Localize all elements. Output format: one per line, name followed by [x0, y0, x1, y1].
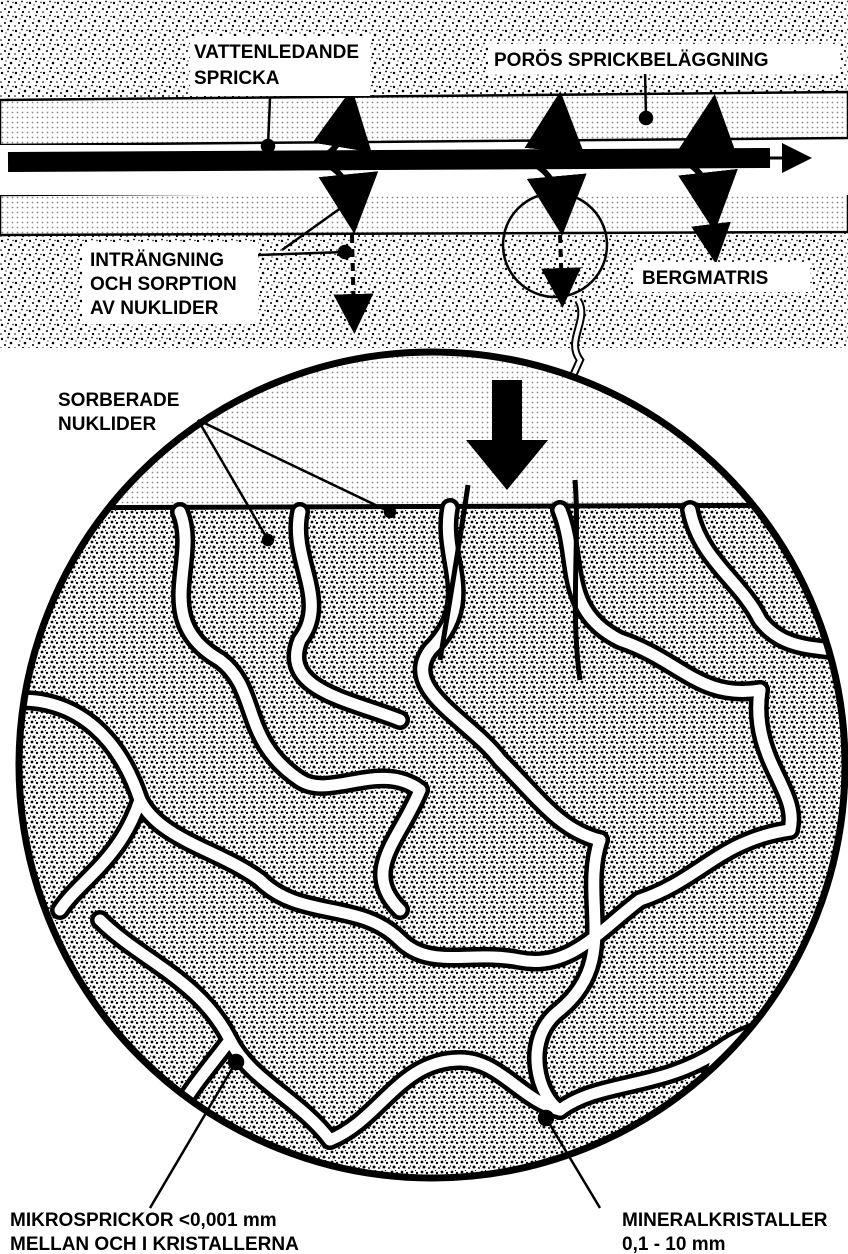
label-minerals-line2: 0,1 - 10 mm [622, 1234, 726, 1254]
label-minerals-line1: MINERALKRISTALLER [622, 1210, 828, 1231]
label-water-fracture-line2: SPRICKA [194, 68, 280, 89]
water-flow-line [8, 158, 770, 162]
label-microfractures-line1: MIKROSPRICKOR <0,001 mm [10, 1210, 277, 1231]
label-water-fracture-line1: VATTENLEDANDE [194, 42, 359, 63]
label-porous-coating: PORÖS SPRICKBELÄGGNING [494, 50, 768, 71]
label-penetration-line1: INTRÄNGNING [90, 250, 224, 271]
magnified-view [0, 340, 848, 1178]
coating-lower [0, 190, 848, 235]
label-sorbed-line1: SORBERADE [58, 390, 179, 411]
label-penetration-line3: AV NUKLIDER [90, 298, 219, 319]
label-sorbed-line2: NUKLIDER [58, 414, 156, 435]
label-microfractures-line2: MELLAN OCH I KRISTALLERNA [10, 1234, 299, 1254]
coating-upper [0, 92, 848, 145]
label-rock-matrix: BERGMATRIS [642, 268, 768, 289]
label-penetration-line2: OCH SORPTION [90, 274, 237, 295]
